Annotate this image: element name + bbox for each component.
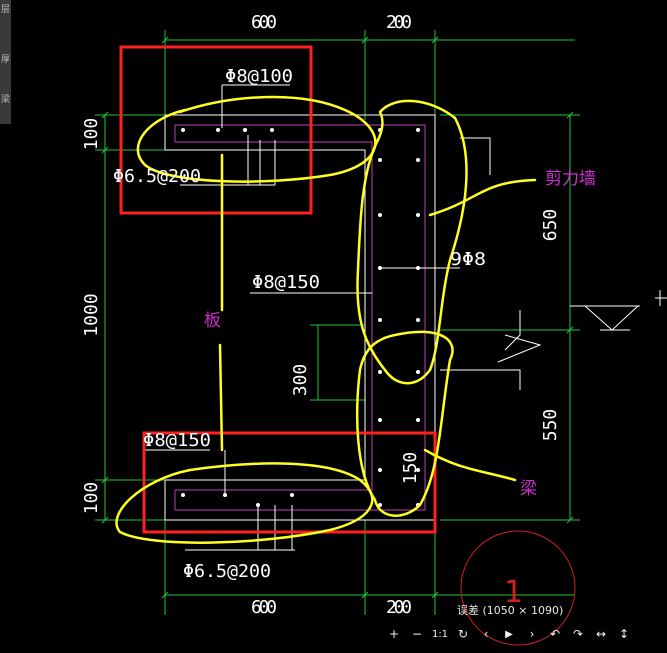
dim-bottom-200: 200 bbox=[386, 597, 412, 618]
play-button[interactable]: ▶ bbox=[505, 628, 513, 640]
annotation-text: 板 剪力墙 梁 bbox=[204, 169, 596, 499]
label-bottom-slab-main-rebar: Φ8@150 bbox=[143, 430, 211, 451]
zoom-out-button[interactable]: − bbox=[411, 627, 423, 641]
side-label-1: 层 bbox=[1, 5, 11, 15]
highlight-boxes bbox=[119, 45, 437, 534]
rotate-button[interactable]: ↻ bbox=[457, 627, 469, 641]
detail-number-circle bbox=[460, 530, 576, 646]
zoom-in-button[interactable]: + bbox=[388, 627, 400, 641]
top-slab-highlight-box bbox=[119, 45, 313, 215]
dim-bottom-600: 600 bbox=[251, 597, 277, 618]
next-button[interactable]: › bbox=[529, 627, 535, 641]
beam-markup-loop bbox=[355, 330, 454, 517]
dim-inner-300: 300 bbox=[290, 364, 311, 397]
dim-left-100-bottom: 100 bbox=[81, 482, 102, 515]
rebar-text: Φ8@100 Φ6.5@200 Φ8@150 9Φ8 Φ8@150 Φ6.5@2… bbox=[113, 66, 486, 582]
stirrup-lines bbox=[174, 124, 426, 511]
dim-right-650: 650 bbox=[540, 209, 561, 242]
prev-button[interactable]: ‹ bbox=[483, 627, 489, 641]
redo-button[interactable]: ↷ bbox=[572, 627, 584, 641]
side-label-3: 梁 bbox=[1, 95, 11, 105]
bottom-slab-markup-loop bbox=[115, 462, 374, 544]
label-bottom-slab-dist-rebar: Φ6.5@200 bbox=[183, 561, 271, 582]
side-label-2: 厚 bbox=[1, 55, 11, 65]
annotation-slab: 板 bbox=[204, 311, 221, 331]
label-wall-horizontal-rebar: Φ8@150 bbox=[252, 272, 320, 293]
dim-top-600: 600 bbox=[251, 12, 277, 33]
dim-top-200: 200 bbox=[386, 12, 412, 33]
leader-lines bbox=[145, 84, 542, 551]
annotation-shear-wall: 剪力墙 bbox=[545, 169, 596, 189]
shear-wall-pointer bbox=[428, 178, 537, 217]
dim-right-550: 550 bbox=[540, 409, 561, 442]
elevation-marker bbox=[570, 290, 667, 331]
bottom-slab-highlight-box bbox=[142, 431, 437, 534]
yellow-markup bbox=[115, 95, 537, 544]
undo-button[interactable]: ↶ bbox=[549, 627, 561, 641]
fit-width-button[interactable]: ↔ bbox=[595, 627, 607, 641]
slab-pointer-line-lower bbox=[218, 343, 224, 452]
label-top-slab-main-rebar: Φ8@100 bbox=[225, 66, 293, 87]
fit-height-button[interactable]: ↕ bbox=[618, 627, 630, 641]
beam-pointer bbox=[423, 448, 517, 482]
dimension-text: 600 200 600 200 100 1000 100 650 550 300… bbox=[81, 12, 561, 618]
label-wall-vertical-rebar: 9Φ8 bbox=[450, 249, 486, 270]
dim-beam-150: 150 bbox=[400, 452, 421, 485]
top-slab-markup-loop bbox=[136, 95, 377, 183]
structure-outline bbox=[164, 114, 436, 521]
annotation-beam: 梁 bbox=[520, 479, 537, 499]
side-panel-strip: 层 厚 梁 bbox=[0, 0, 11, 124]
dim-left-1000: 1000 bbox=[81, 293, 102, 336]
label-top-slab-dist-rebar: Φ6.5@200 bbox=[113, 166, 201, 187]
viewer-toolbar: + − 1:1 ↻ ‹ ▶ › ↶ ↷ ↔ ↕ bbox=[384, 624, 667, 644]
dim-left-100-top: 100 bbox=[81, 118, 102, 151]
detail-number: 1 bbox=[504, 575, 523, 610]
image-size-caption: 误差 (1050 × 1090) bbox=[457, 604, 564, 617]
actual-size-button[interactable]: 1:1 bbox=[431, 628, 449, 640]
shear-wall-markup-loop bbox=[356, 99, 468, 385]
